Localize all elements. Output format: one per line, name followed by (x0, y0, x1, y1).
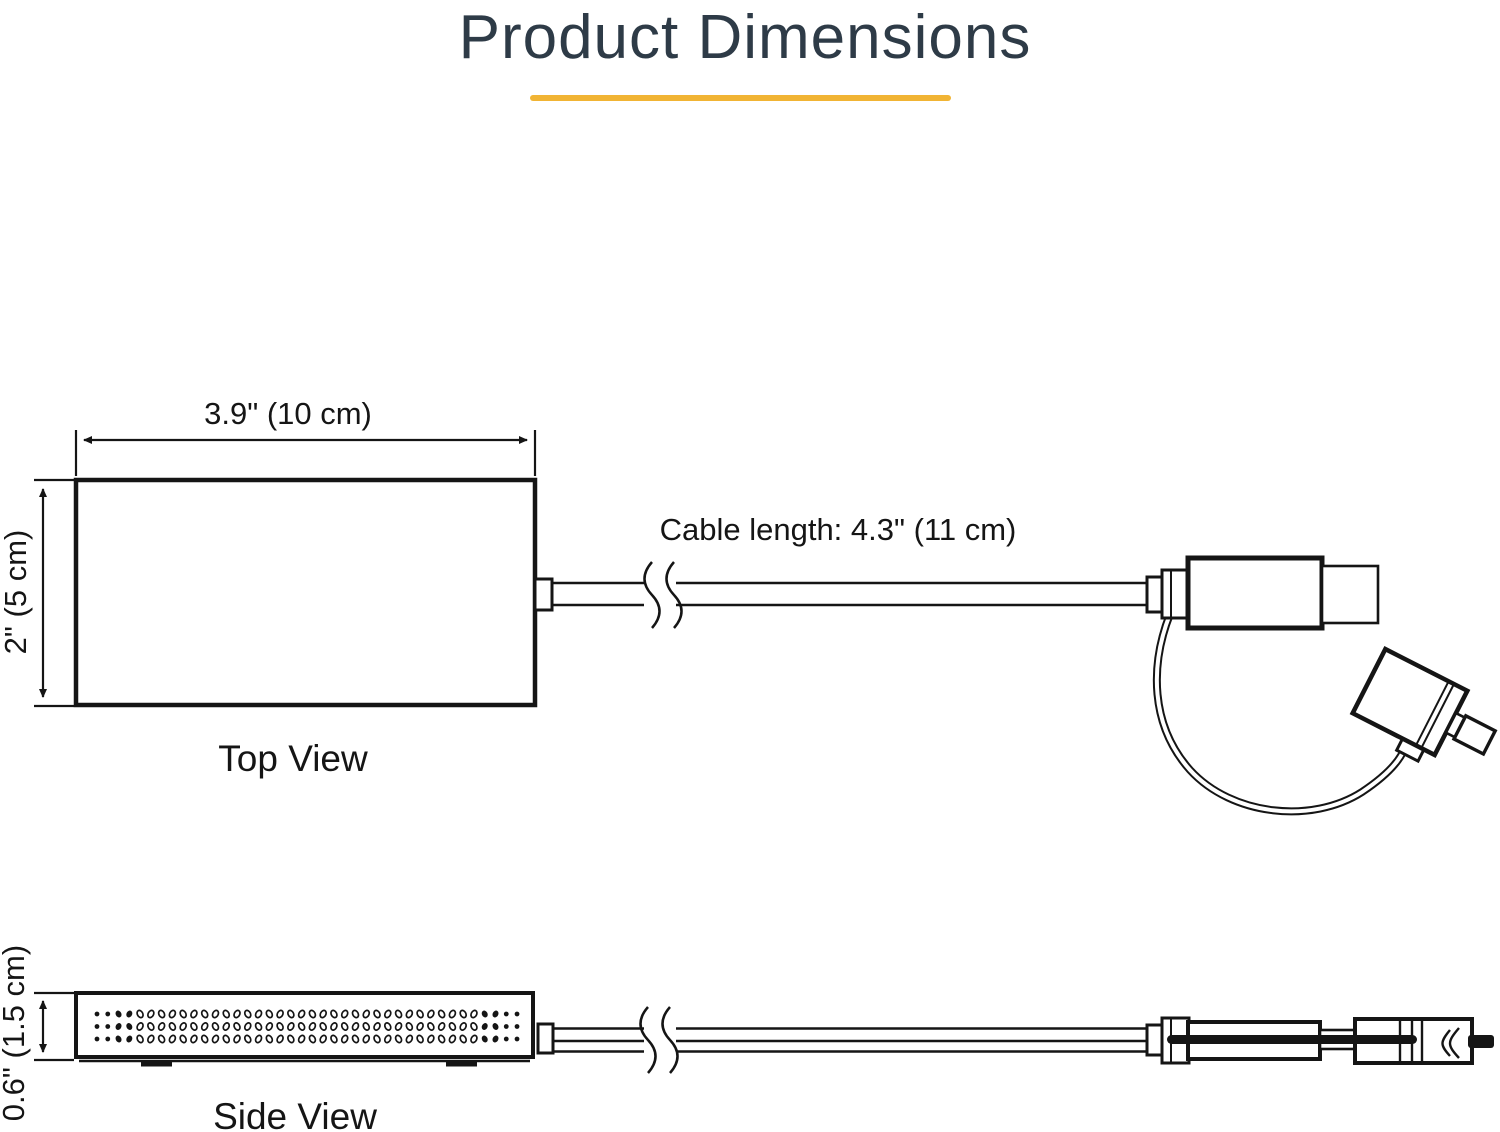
top-view-cable-stub (533, 577, 554, 612)
side-view-vent-pattern (94, 1009, 520, 1044)
usb-c-connector (1145, 555, 1380, 631)
top-view-label: Top View (218, 738, 368, 779)
top-view-height-dimension (34, 478, 74, 708)
cable-break-symbol-side (639, 1006, 679, 1074)
top-view-group: 3.9" (10 cm) 2" (5 cm) Cable length: 4.3… (0, 396, 1498, 816)
side-view-cable-stub (536, 1022, 555, 1055)
tether-strap-loop (1152, 612, 1407, 816)
usb-c-connector-body (1185, 555, 1325, 631)
top-view-device-outline (73, 477, 538, 708)
side-view-connector (1145, 1016, 1494, 1065)
top-view-width-label: 3.9" (10 cm) (204, 396, 372, 431)
page-title: Product Dimensions (458, 3, 1032, 72)
side-view-label: Side View (213, 1096, 377, 1132)
side-view-height-dimension (34, 991, 74, 1062)
side-view-group: 0.6" (1.5 cm) Side View (0, 945, 1494, 1132)
title-underline (530, 95, 951, 101)
top-view-width-dimension (74, 430, 537, 476)
top-view-height-label: 2" (5 cm) (0, 530, 33, 655)
usb-a-adapter-body (1349, 646, 1471, 758)
side-view-height-label: 0.6" (1.5 cm) (0, 945, 31, 1121)
cable-length-label: Cable length: 4.3" (11 cm) (660, 512, 1017, 547)
side-view-usb-c-tip (1468, 1035, 1494, 1048)
usb-c-connector-plug (1320, 564, 1380, 625)
side-view-tether-strap (1167, 1035, 1417, 1044)
usb-a-adapter-plug (1451, 713, 1498, 757)
side-view-cable (553, 1027, 1147, 1053)
side-view-foot-left (141, 1061, 172, 1067)
cable-break-symbol-top (643, 561, 683, 629)
side-view-foot-right (446, 1061, 477, 1067)
usb-a-adapter (1349, 646, 1498, 764)
top-view-cable (552, 581, 1147, 607)
